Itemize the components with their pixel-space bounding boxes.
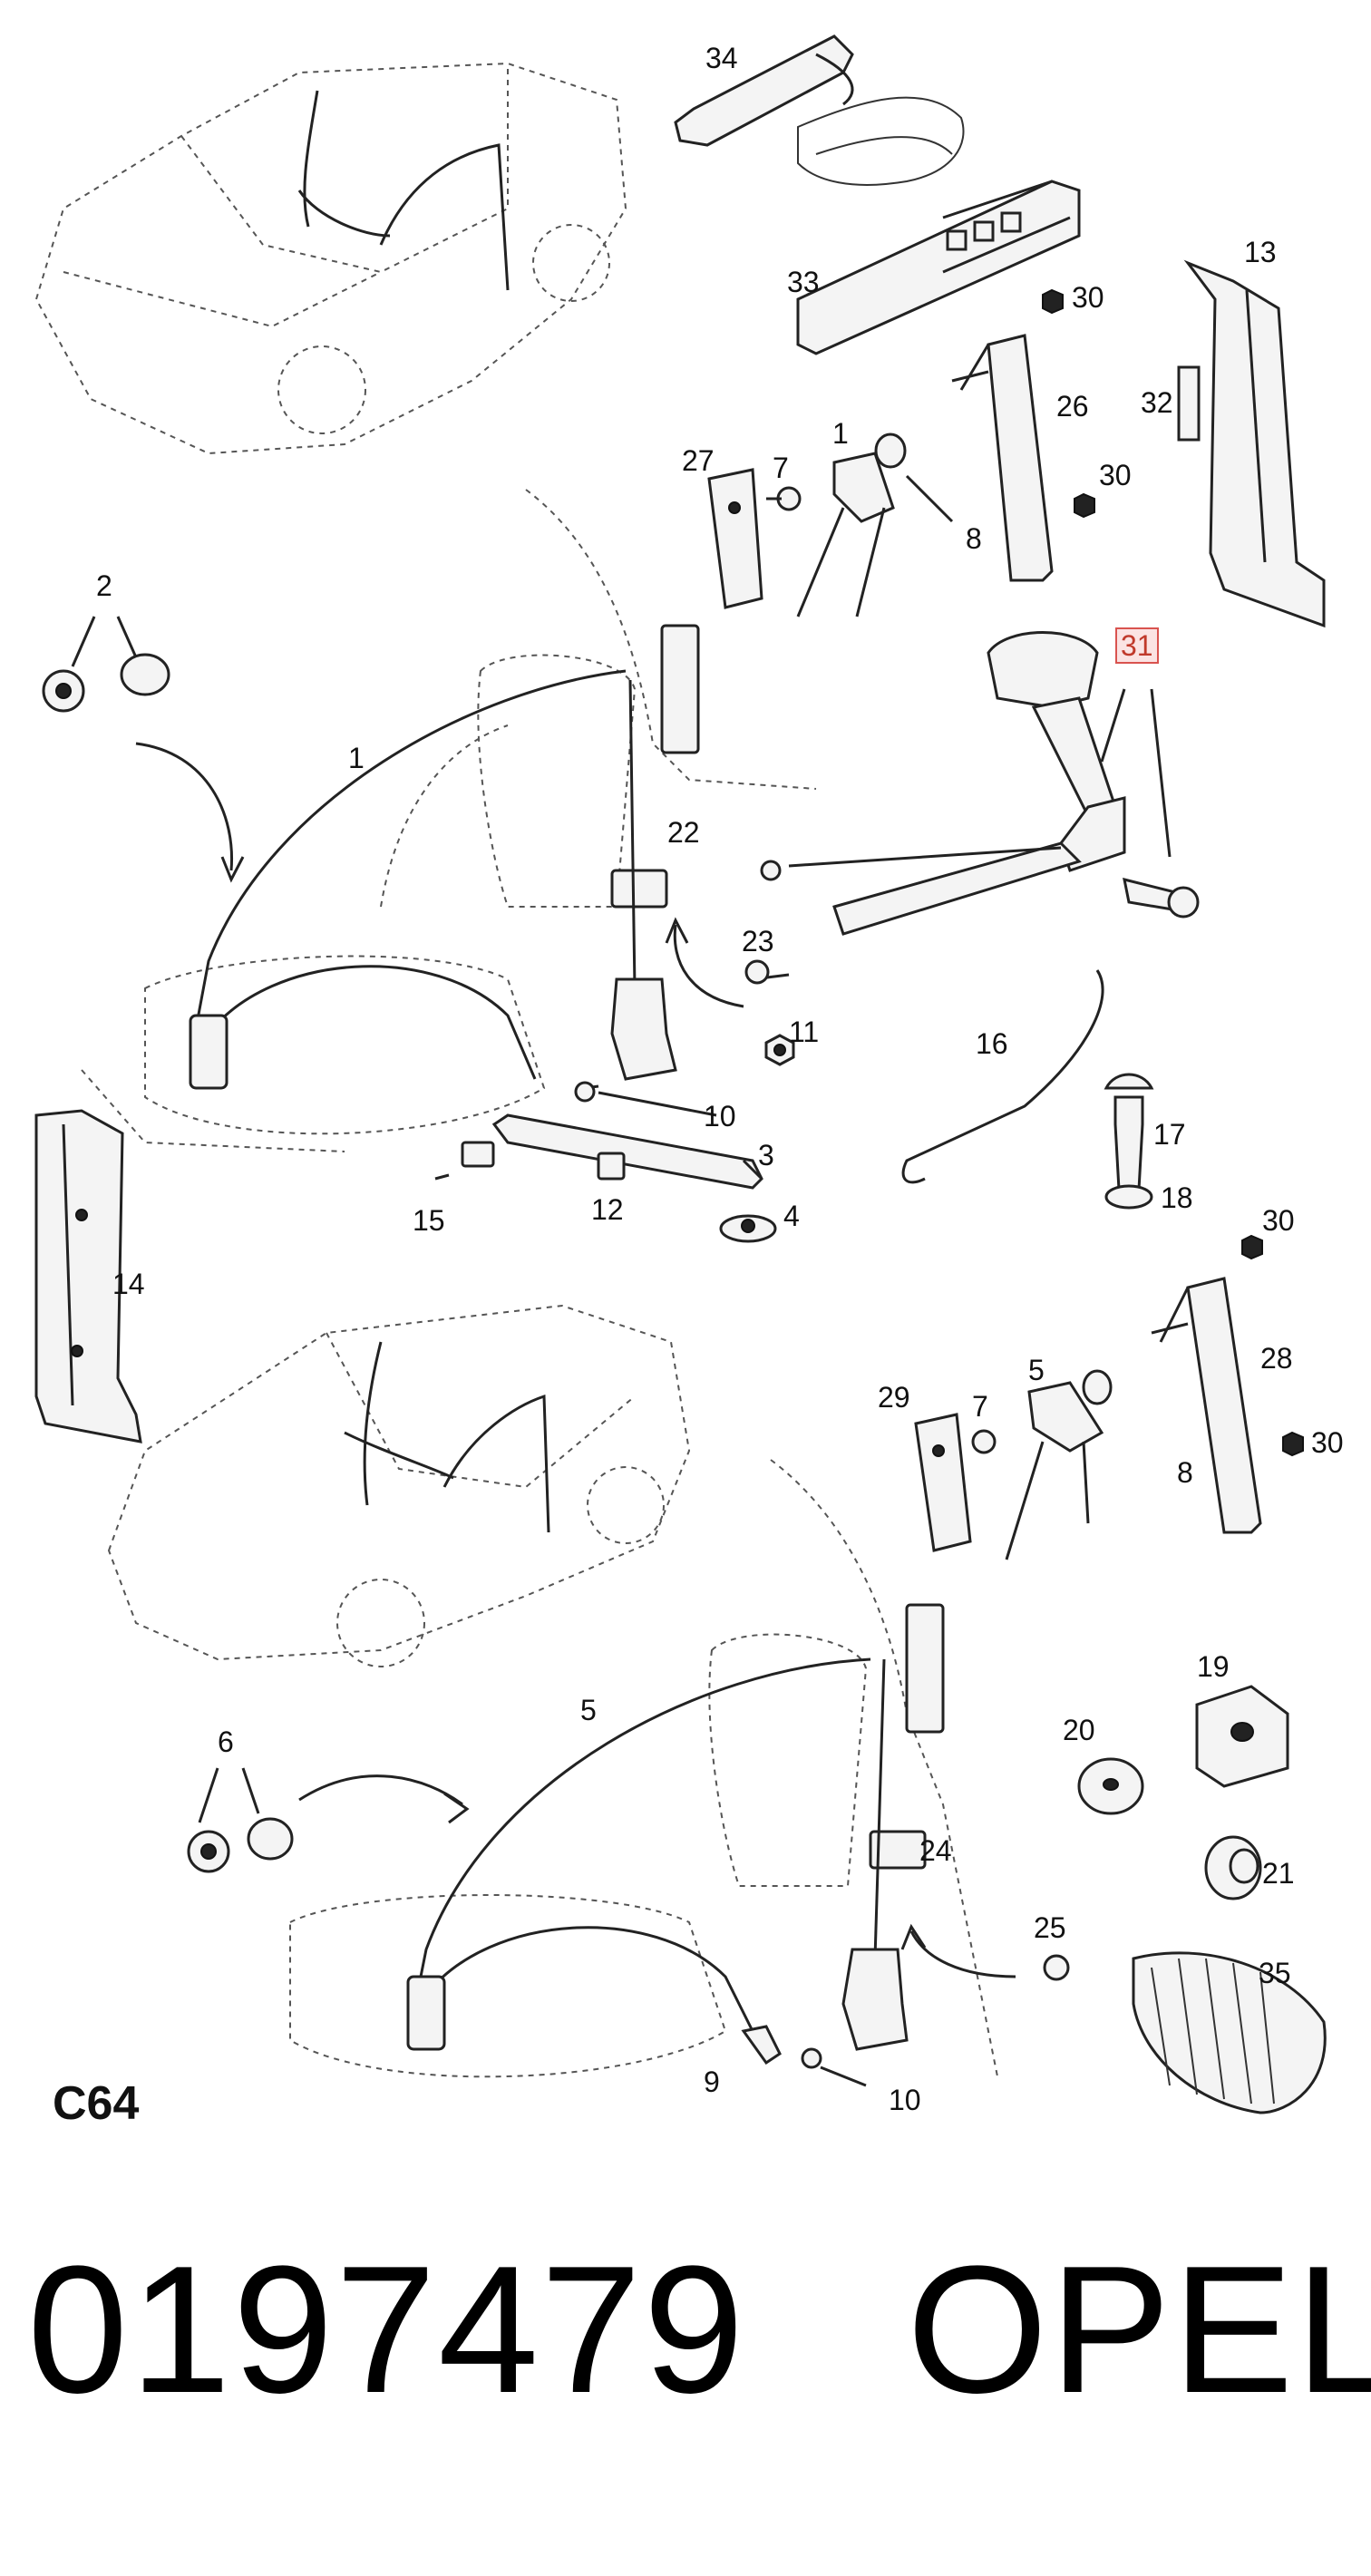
seat-illustration-top bbox=[42, 489, 817, 1152]
callout-26: 26 bbox=[1056, 390, 1089, 423]
callout-15: 15 bbox=[413, 1204, 445, 1237]
callout-17: 17 bbox=[1153, 1118, 1186, 1151]
callout-25: 25 bbox=[1034, 1911, 1066, 1944]
callout-30-c: 30 bbox=[1262, 1204, 1295, 1237]
buckle-assembly bbox=[760, 631, 1200, 1210]
callout-27: 27 bbox=[682, 444, 715, 477]
callout-30-a: 30 bbox=[1072, 281, 1104, 314]
callout-1-b: 1 bbox=[348, 742, 365, 774]
callout-12: 12 bbox=[591, 1193, 624, 1226]
callout-18: 18 bbox=[1161, 1181, 1193, 1214]
callout-8-b: 8 bbox=[1177, 1456, 1193, 1489]
callout-32: 32 bbox=[1141, 386, 1173, 419]
callout-5-b: 5 bbox=[580, 1694, 597, 1726]
callout-16: 16 bbox=[976, 1027, 1008, 1060]
callout-10-a: 10 bbox=[704, 1100, 736, 1132]
callout-14: 14 bbox=[112, 1268, 145, 1300]
callout-21: 21 bbox=[1262, 1857, 1295, 1890]
bracket-hardware-top bbox=[434, 959, 795, 1243]
callout-30-b: 30 bbox=[1099, 459, 1132, 491]
callout-34: 34 bbox=[705, 42, 738, 74]
car-illustration-top bbox=[34, 62, 627, 455]
callout-23: 23 bbox=[742, 925, 774, 957]
callout-33: 33 bbox=[787, 266, 820, 298]
callout-22: 22 bbox=[667, 816, 700, 849]
callout-4: 4 bbox=[783, 1200, 800, 1232]
callout-9: 9 bbox=[704, 2066, 720, 2098]
callout-6: 6 bbox=[218, 1725, 234, 1758]
car-illustration-bottom bbox=[107, 1304, 691, 1667]
brand-name: OPEL bbox=[907, 2229, 1371, 2431]
callout-30-d: 30 bbox=[1311, 1426, 1344, 1459]
callout-29: 29 bbox=[878, 1381, 910, 1414]
callout-10-b: 10 bbox=[889, 2084, 921, 2116]
seat-illustration-bottom bbox=[187, 1459, 1016, 2087]
callout-13: 13 bbox=[1244, 236, 1277, 268]
pillar-trim-left bbox=[34, 1109, 142, 1444]
callout-1-a: 1 bbox=[832, 417, 849, 450]
upper-right-components bbox=[674, 34, 1326, 628]
lower-right-components bbox=[914, 1234, 1327, 2114]
callout-19: 19 bbox=[1197, 1650, 1230, 1683]
callout-20: 20 bbox=[1063, 1714, 1095, 1746]
callout-11: 11 bbox=[789, 1016, 820, 1048]
callout-5-a: 5 bbox=[1028, 1354, 1045, 1386]
callout-2: 2 bbox=[96, 569, 112, 602]
callout-8-a: 8 bbox=[966, 522, 982, 555]
callout-7-b: 7 bbox=[972, 1390, 988, 1423]
callout-35: 35 bbox=[1259, 1957, 1291, 1989]
part-number: 0197479 bbox=[27, 2229, 746, 2431]
diagram-code: C64 bbox=[53, 2077, 140, 2130]
callout-3: 3 bbox=[758, 1139, 774, 1171]
callout-28: 28 bbox=[1260, 1342, 1293, 1375]
callout-31-highlighted[interactable]: 31 bbox=[1115, 627, 1159, 664]
callout-7-a: 7 bbox=[773, 452, 789, 484]
callout-24: 24 bbox=[919, 1834, 952, 1867]
